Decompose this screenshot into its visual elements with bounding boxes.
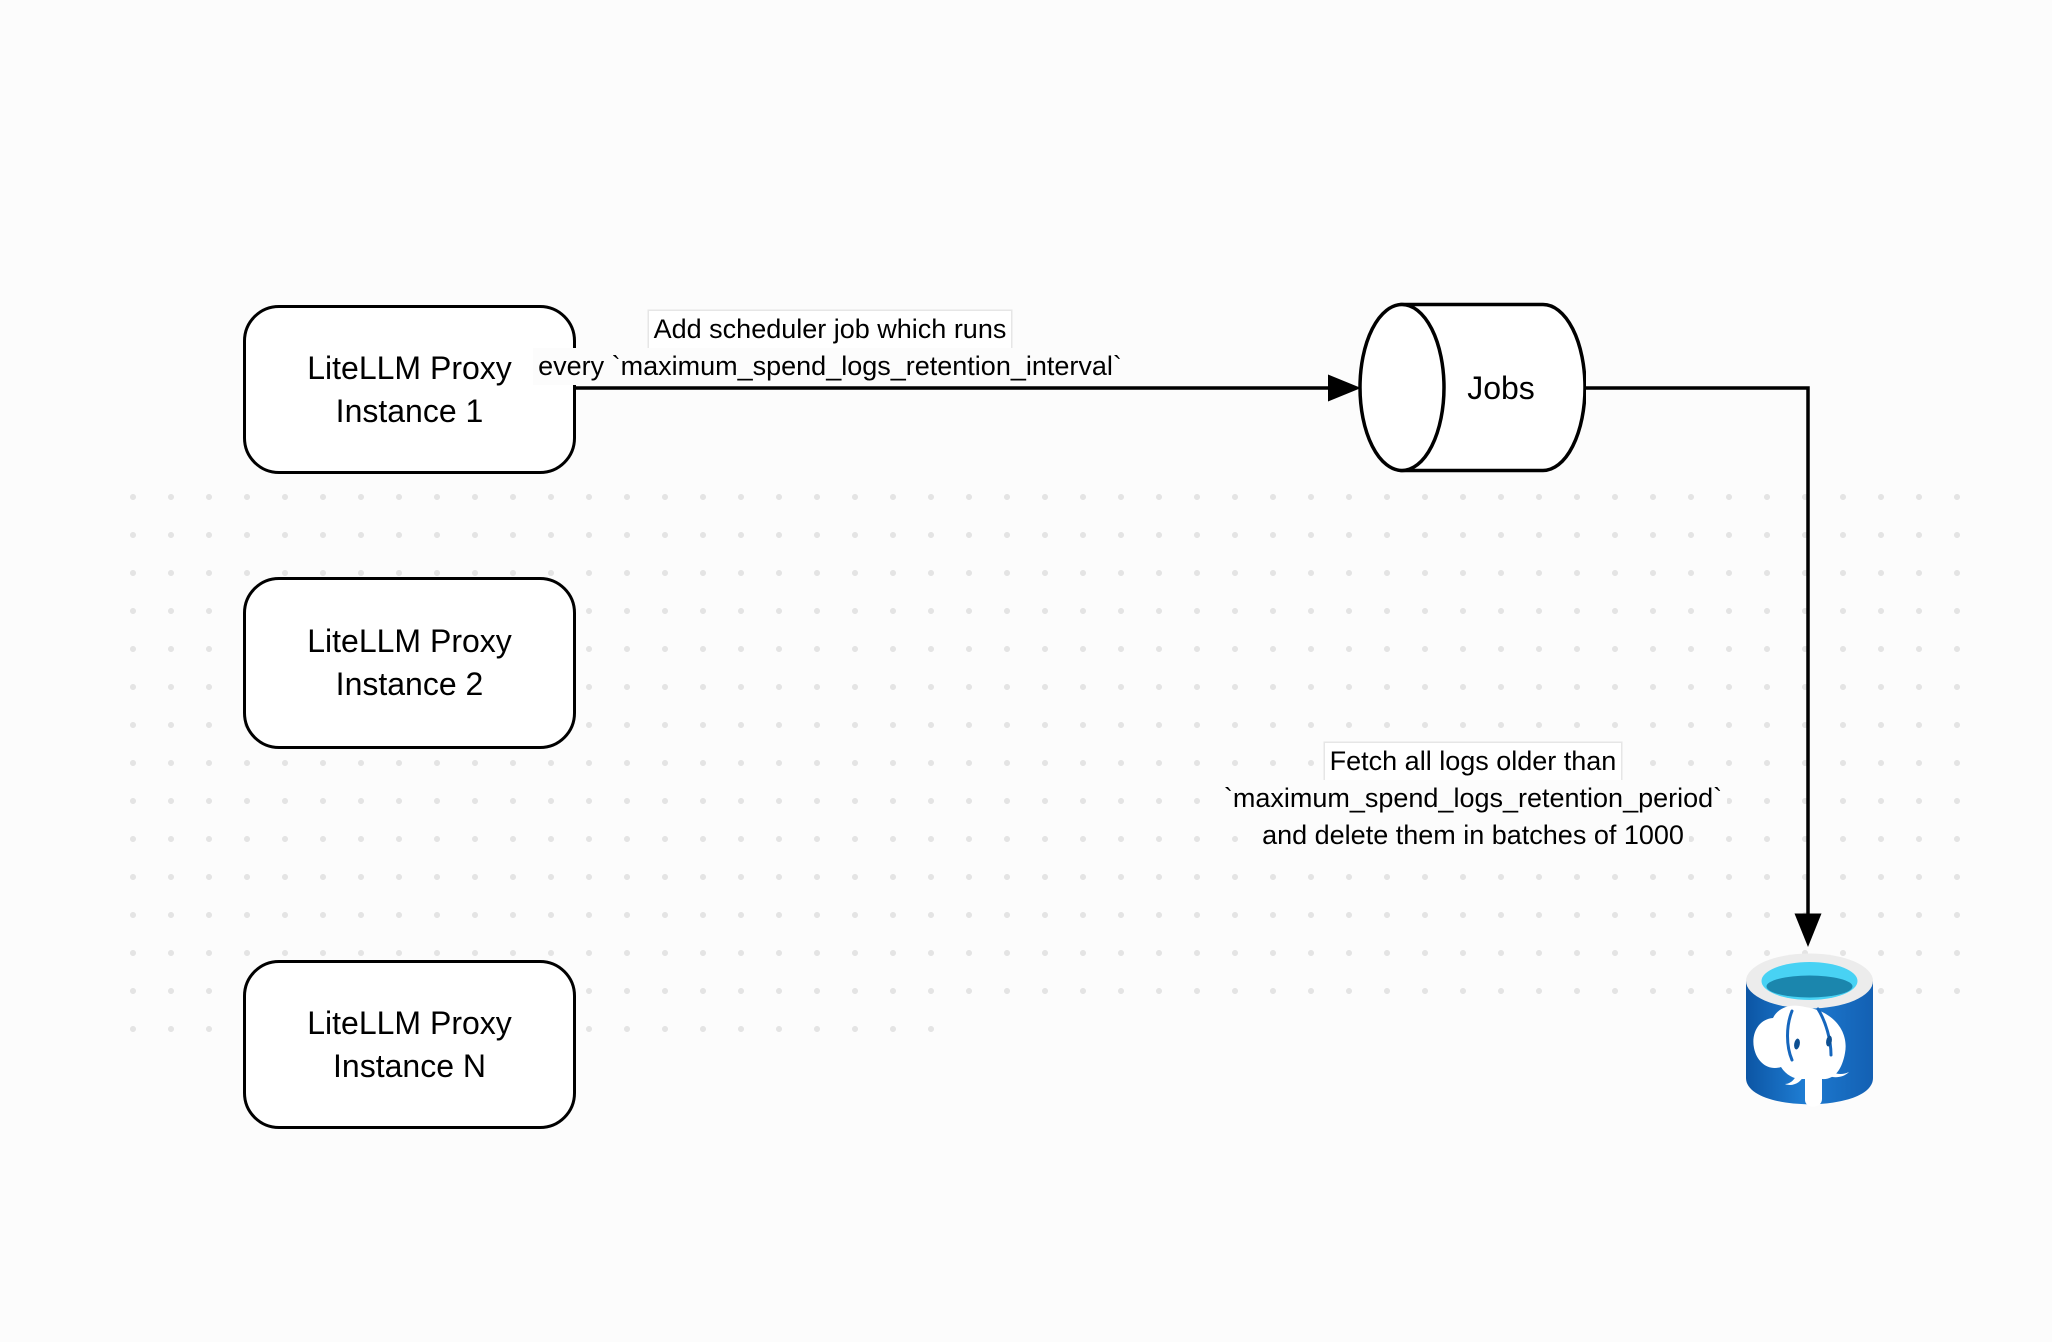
edge-label-line: Add scheduler job which runs (648, 311, 1012, 348)
node-litellm-proxy-instance-1: LiteLLM Proxy Instance 1 (243, 305, 576, 474)
edge-label-cleanup: Fetch all logs older than `maximum_spend… (1173, 743, 1773, 854)
pg-elephant-head (1753, 1005, 1846, 1107)
edge-label-line: Fetch all logs older than (1324, 743, 1622, 780)
node-litellm-proxy-instance-n: LiteLLM Proxy Instance N (243, 960, 576, 1129)
pg-elephant-right-ear-crease (1816, 1007, 1833, 1057)
pg-elephant-right-tusk (1823, 1066, 1849, 1078)
node-label-line: Instance 1 (335, 392, 484, 429)
jobs-label: Jobs (1467, 370, 1535, 406)
node-litellm-proxy-instance-2: LiteLLM Proxy Instance 2 (243, 577, 576, 749)
node-jobs-queue: Jobs (1358, 302, 1586, 473)
edge-label-line: and delete them in batches of 1000 (1257, 817, 1689, 854)
node-label-line: Instance 2 (335, 666, 484, 702)
jobs-cylinder-body (1400, 302, 1586, 473)
node-label-line: LiteLLM Proxy (307, 623, 512, 659)
pg-elephant-left-ear-crease (1786, 1009, 1794, 1062)
pg-elephant-right-eye (1826, 1035, 1832, 1047)
node-label-line: Instance N (333, 1047, 486, 1084)
pg-liquid (1766, 975, 1853, 998)
postgresql-database-icon (1746, 953, 1873, 1107)
pg-elephant-left-eye (1794, 1038, 1800, 1050)
node-label-line: LiteLLM Proxy (307, 1004, 512, 1041)
edge-label-line: every `maximum_spend_logs_retention_inte… (533, 348, 1127, 385)
node-label-line: LiteLLM Proxy (307, 349, 512, 386)
pg-elephant-left-tusk (1785, 1068, 1804, 1085)
jobs-cylinder-cap (1358, 302, 1446, 473)
pg-elephant-logo (1753, 1005, 1849, 1107)
edge-label-line: `maximum_spend_logs_retention_period` (1218, 780, 1728, 817)
edge-label-scheduler: Add scheduler job which runs every `maxi… (430, 311, 1230, 385)
